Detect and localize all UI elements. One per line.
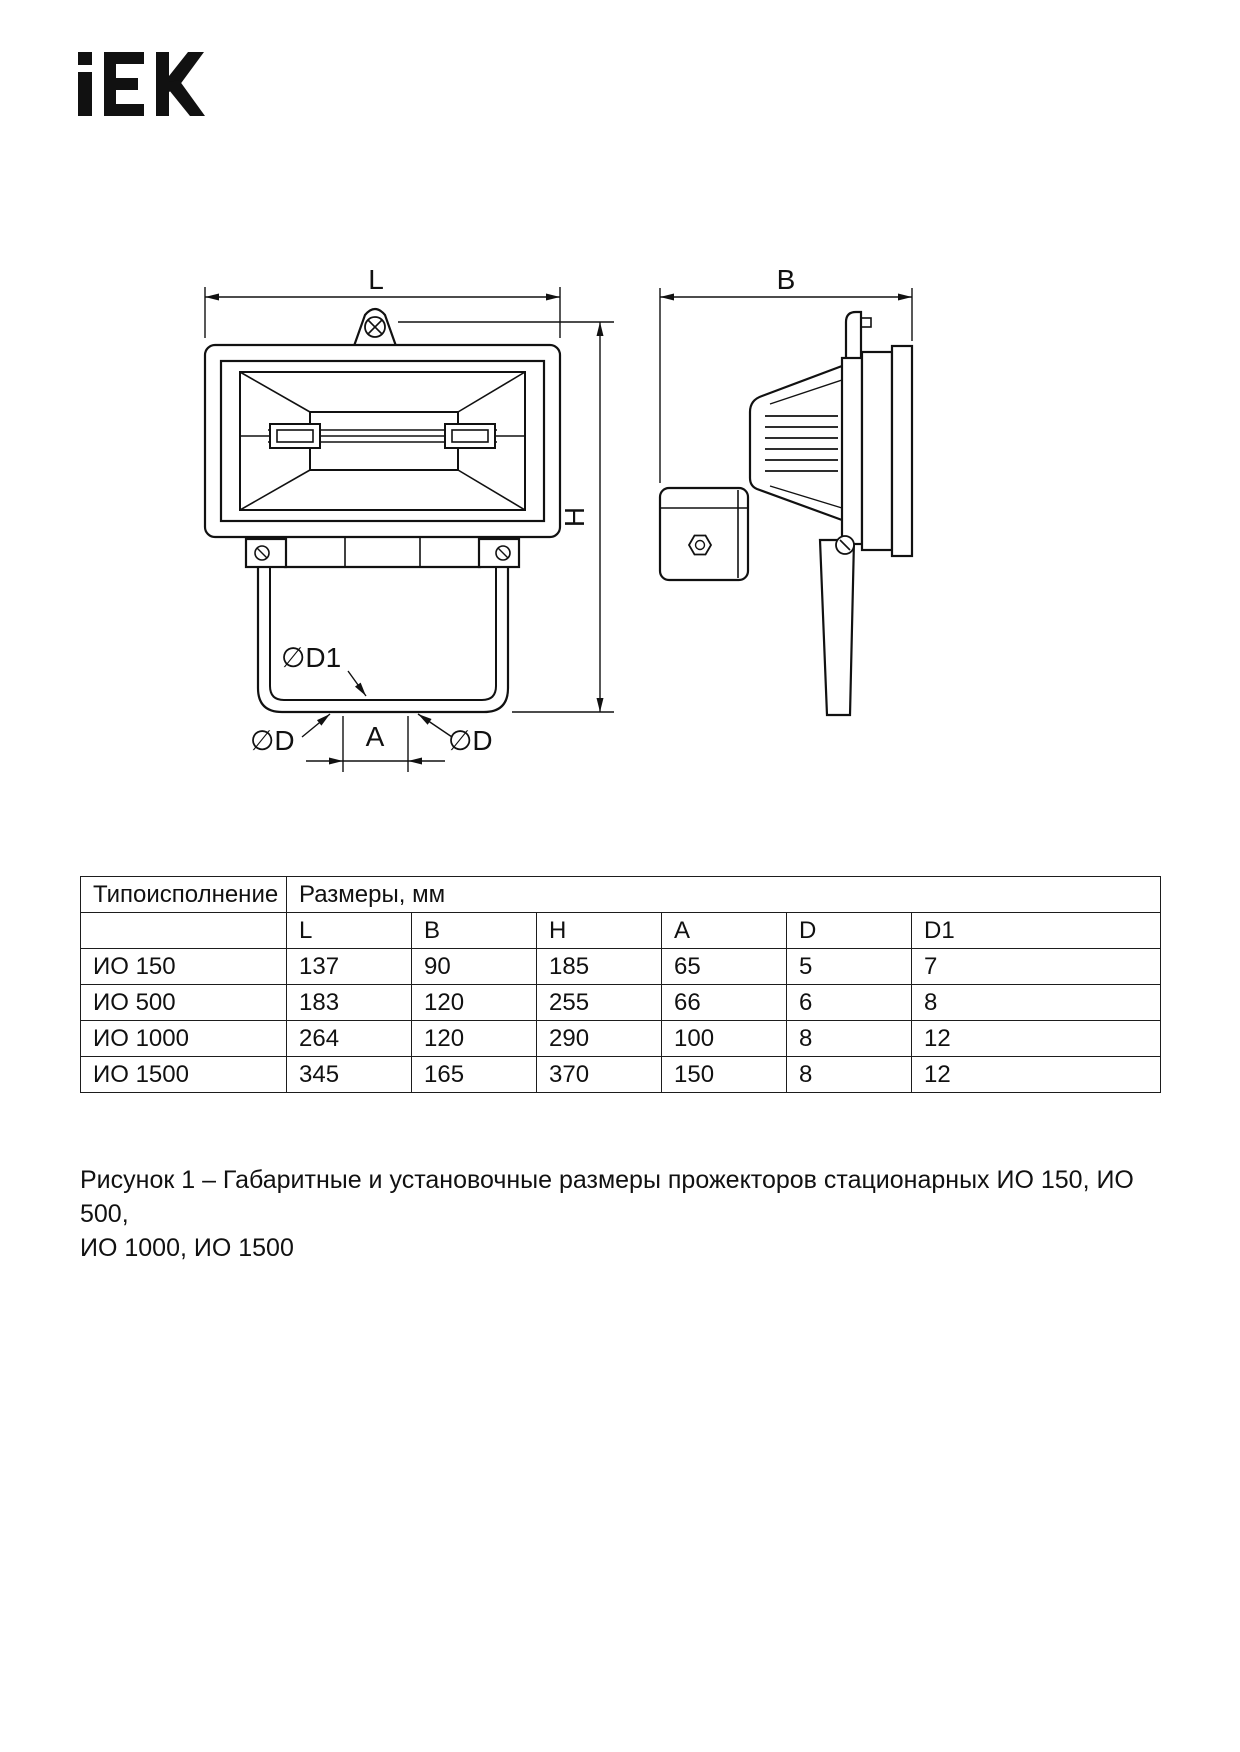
- table-row: ИО 150 137 90 185 65 5 7: [80, 948, 1162, 985]
- housing-cone: [748, 364, 843, 522]
- iek-logo: [78, 52, 205, 116]
- figure-caption: Рисунок 1 – Габаритные и установочные ра…: [80, 1163, 1150, 1265]
- front-view: [203, 307, 562, 714]
- value-cell: 370: [536, 1056, 662, 1093]
- value-cell: 66: [661, 984, 787, 1021]
- type-column-header: Типоисполнение: [80, 876, 287, 913]
- value-cell: 8: [910, 984, 1162, 1021]
- vent-ribs: [765, 415, 838, 472]
- side-view: [658, 310, 914, 717]
- value-cell: 137: [286, 948, 412, 985]
- value-cell: 345: [286, 1056, 412, 1093]
- value-cell: 90: [411, 948, 537, 985]
- value-cell: 165: [411, 1056, 537, 1093]
- value-cell: 264: [286, 1020, 412, 1057]
- table-header-row: Типоисполнение Размеры, мм: [80, 876, 1162, 913]
- value-cell: 65: [661, 948, 787, 985]
- table-row: ИО 1500 345 165 370 150 8 12: [80, 1056, 1162, 1093]
- value-cell: 120: [411, 1020, 537, 1057]
- junction-box: [658, 486, 750, 582]
- value-cell: 100: [661, 1020, 787, 1057]
- value-cell: 120: [411, 984, 537, 1021]
- model-cell: ИО 1000: [80, 1020, 287, 1057]
- mounting-stirrup: [256, 567, 510, 714]
- front-bezel: [840, 344, 914, 558]
- column-header-D1: D1: [910, 912, 1162, 949]
- side-lug: [844, 310, 863, 358]
- column-header-L: L: [286, 912, 412, 949]
- dim-label-D-left: ∅D: [250, 725, 295, 756]
- value-cell: 183: [286, 984, 412, 1021]
- dim-label-A: A: [366, 721, 385, 752]
- table-subheader-row: L B H A D D1: [80, 912, 1162, 949]
- model-cell: ИО 1500: [80, 1056, 287, 1093]
- dim-label-B: B: [777, 264, 796, 295]
- dim-label-H: H: [559, 507, 590, 527]
- sizes-header: Размеры, мм: [285, 876, 1162, 913]
- column-header-D: D: [786, 912, 912, 949]
- mounting-arm: [818, 538, 856, 717]
- column-header-B: B: [411, 912, 537, 949]
- dim-label-D-right: ∅D: [448, 725, 493, 756]
- figure-caption-line2: ИО 1000, ИО 1500: [80, 1234, 294, 1262]
- model-cell: ИО 500: [80, 984, 287, 1021]
- empty-header-cell: [80, 912, 287, 949]
- dimensions-table: Типоисполнение Размеры, мм L B H A D D1 …: [80, 876, 1162, 1093]
- iek-logo-glyphs: [78, 52, 205, 116]
- dim-label-D1: ∅D1: [281, 642, 341, 673]
- value-cell: 255: [536, 984, 662, 1021]
- lug-screw-icon: [364, 316, 386, 338]
- dim-label-L: L: [368, 264, 384, 295]
- table-row: ИО 500 183 120 255 66 6 8: [80, 984, 1162, 1021]
- value-cell: 7: [910, 948, 1162, 985]
- column-header-H: H: [536, 912, 662, 949]
- dimension-lines: [204, 287, 913, 772]
- table-row: ИО 1000 264 120 290 100 8 12: [80, 1020, 1162, 1057]
- lamp-tube: [240, 423, 525, 449]
- value-cell: 8: [786, 1056, 912, 1093]
- value-cell: 6: [786, 984, 912, 1021]
- value-cell: 290: [536, 1020, 662, 1057]
- value-cell: 8: [786, 1020, 912, 1057]
- figure-caption-line1: Рисунок 1 – Габаритные и установочные ра…: [80, 1166, 1134, 1228]
- value-cell: 12: [910, 1056, 1162, 1093]
- mounting-bracket: [244, 537, 521, 569]
- value-cell: 12: [910, 1020, 1162, 1057]
- floodlight-housing: [203, 343, 562, 539]
- hex-nut-icon: [687, 534, 713, 556]
- value-cell: 5: [786, 948, 912, 985]
- value-cell: 185: [536, 948, 662, 985]
- column-header-A: A: [661, 912, 787, 949]
- value-cell: 150: [661, 1056, 787, 1093]
- dimension-drawing: L B H ∅D1 ∅D ∅D A: [203, 264, 914, 772]
- model-cell: ИО 150: [80, 948, 287, 985]
